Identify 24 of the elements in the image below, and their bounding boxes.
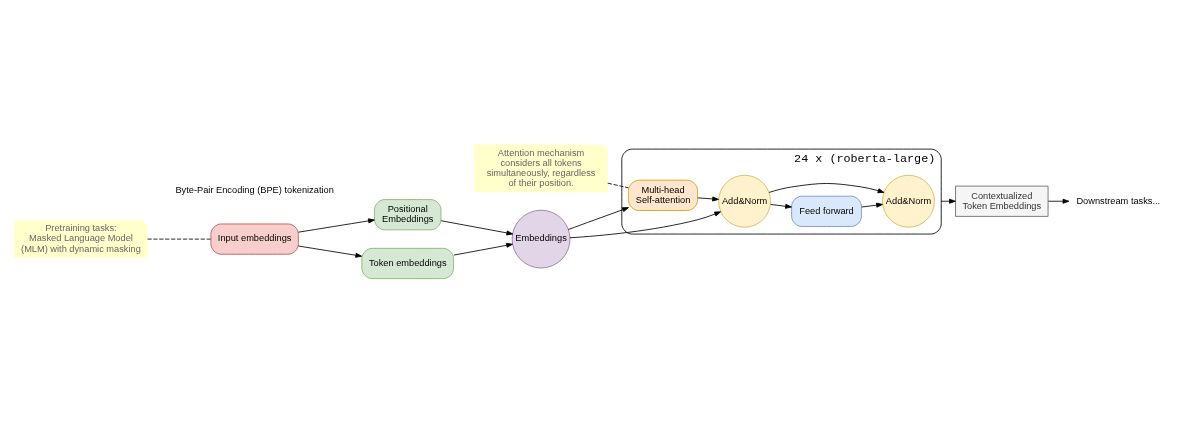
arrow xyxy=(567,207,629,230)
arrow xyxy=(298,218,375,233)
arrow xyxy=(940,198,956,204)
node-circle: Add&Norm xyxy=(718,174,771,228)
node-text: Downstream tasks... xyxy=(1076,195,1161,206)
node-circle: Embeddings xyxy=(511,209,571,269)
arrow xyxy=(1047,198,1070,204)
node-box: Multi-head Self-attention xyxy=(628,179,698,211)
node-box: Input embeddings xyxy=(210,223,299,255)
node-box: Token embeddings xyxy=(361,247,454,280)
arrow xyxy=(453,242,513,256)
node-box: Contextualized Token Embeddings xyxy=(955,185,1049,217)
arrow xyxy=(569,211,722,239)
arrow xyxy=(697,196,719,202)
node-box: Feed forward xyxy=(791,195,862,227)
arrow xyxy=(770,203,792,209)
connector xyxy=(607,182,629,189)
arrow xyxy=(298,245,363,258)
arrow xyxy=(768,183,885,194)
arrow xyxy=(440,220,514,236)
node-box: Positional Embeddings xyxy=(374,199,442,231)
node-circle: Add&Norm xyxy=(882,174,935,228)
arrow xyxy=(861,202,883,208)
label: Byte-Pair Encoding (BPE) tokenization xyxy=(175,184,334,195)
